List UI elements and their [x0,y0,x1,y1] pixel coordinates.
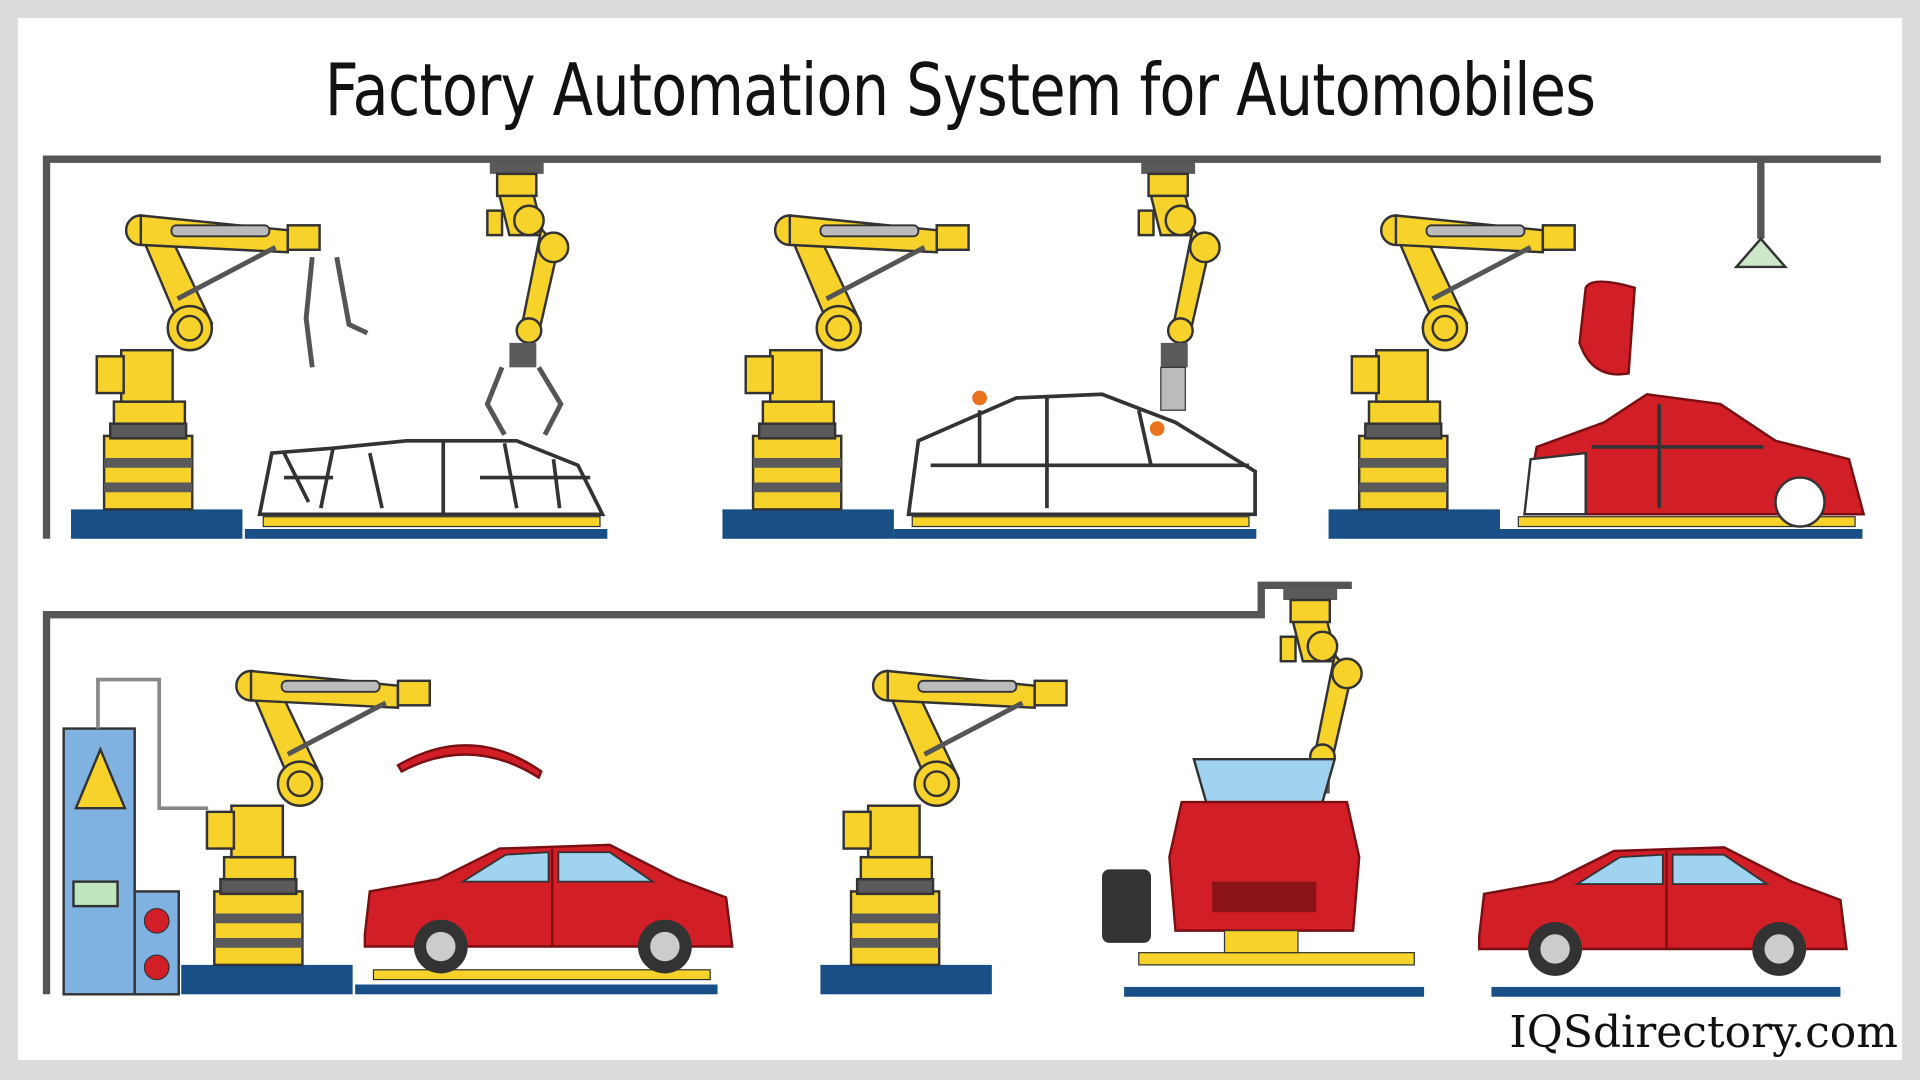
finished-car-platform [1491,986,1841,997]
high-voltage-warning-icon [74,746,127,810]
iqsdirectory-watermark: IQSdirectory.com [1509,1007,1898,1058]
bottom-ceiling-rail [42,581,1352,995]
robot-arm [844,671,1067,965]
station-2-welding [722,160,1257,539]
robot-arm [97,216,320,510]
station-1-frame-assembly [71,160,608,539]
station-4-roof-install [62,671,734,996]
ceiling-robot [486,160,570,369]
station-3-door-install [1328,216,1866,539]
station-5-windshield-wheel [820,586,1425,997]
finished-car [1477,846,1848,978]
weld-spark-icon [972,390,987,406]
weld-spark-icon [1149,421,1165,436]
ceiling-robot [1137,160,1221,369]
gauge-icon [143,907,170,934]
page-title: Factory Automation System for Automobile… [324,48,1596,132]
gauge-icon [143,954,170,981]
ceiling-lamp-icon [1733,236,1788,269]
electrical-control-panel [62,677,209,996]
top-ceiling-rail [42,155,1881,539]
